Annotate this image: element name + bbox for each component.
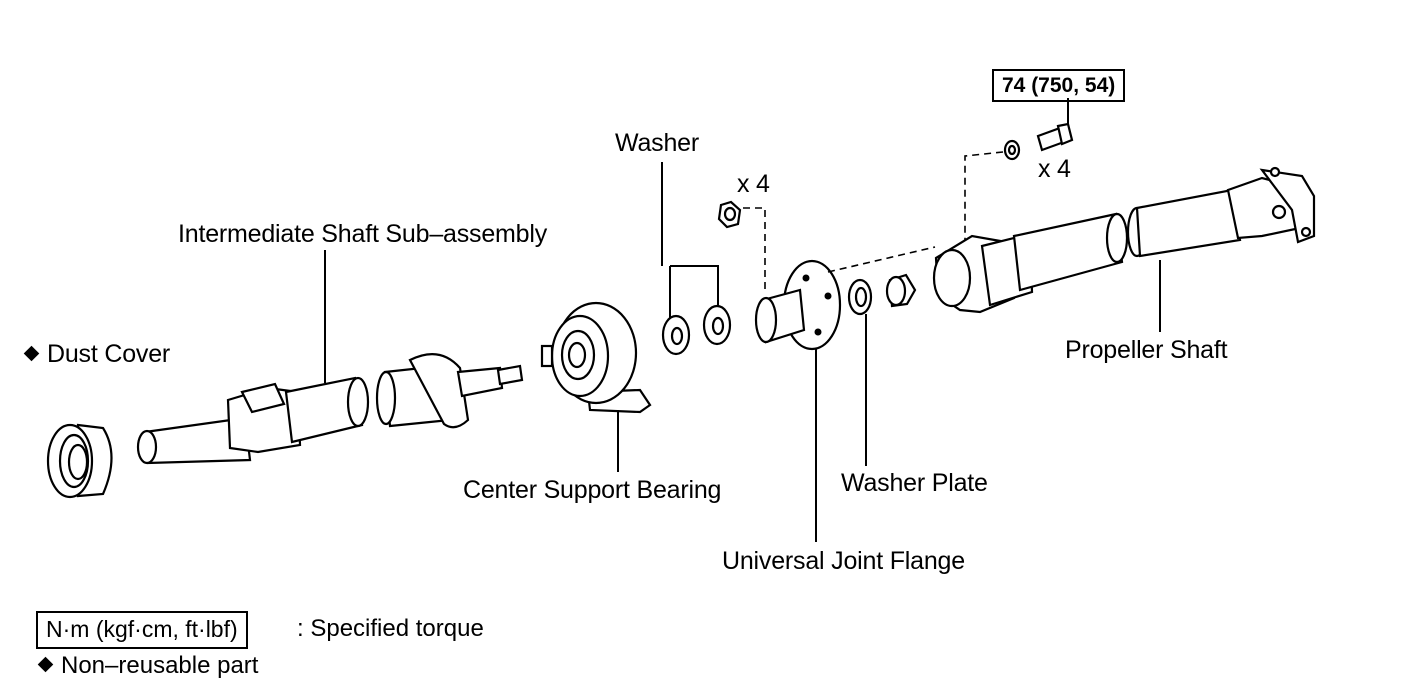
non-reusable-diamond-icon [23, 345, 40, 362]
legend-non-reusable: Non–reusable part [37, 654, 258, 678]
intermediate-shaft-part [136, 376, 370, 465]
label-dust-cover: Dust Cover [23, 342, 170, 367]
leader-lines [324, 98, 1161, 542]
flange-nut-part [717, 200, 742, 229]
label-propeller-shaft: Propeller Shaft [1065, 336, 1228, 364]
label-universal-joint-flange: Universal Joint Flange [722, 547, 965, 575]
universal-joint-flange-part [754, 259, 842, 351]
torque-spec-box: 74 (750, 54) [992, 69, 1126, 103]
legend-torque-description: : Specified torque [297, 615, 484, 642]
legend-torque-units-box: N·m (kgf·cm, ft·lbf) [36, 611, 248, 649]
label-x4-nut: x 4 [737, 170, 770, 198]
washer-plate-part [847, 273, 917, 316]
label-washer-plate: Washer Plate [841, 469, 988, 497]
stub-shaft-part [375, 352, 524, 429]
center-support-bearing-part [540, 301, 652, 414]
label-washer: Washer [615, 129, 700, 157]
label-intermediate-shaft: Intermediate Shaft Sub–assembly [178, 220, 548, 248]
propeller-shaft-part [932, 166, 1316, 314]
legend-diamond-icon [37, 656, 54, 673]
dust-cover-part [46, 423, 113, 499]
label-x4-bolt: x 4 [1038, 155, 1071, 183]
washers-part [661, 304, 732, 356]
label-center-support-bearing: Center Support Bearing [463, 476, 722, 504]
bolt-and-washer-part [1003, 122, 1074, 161]
